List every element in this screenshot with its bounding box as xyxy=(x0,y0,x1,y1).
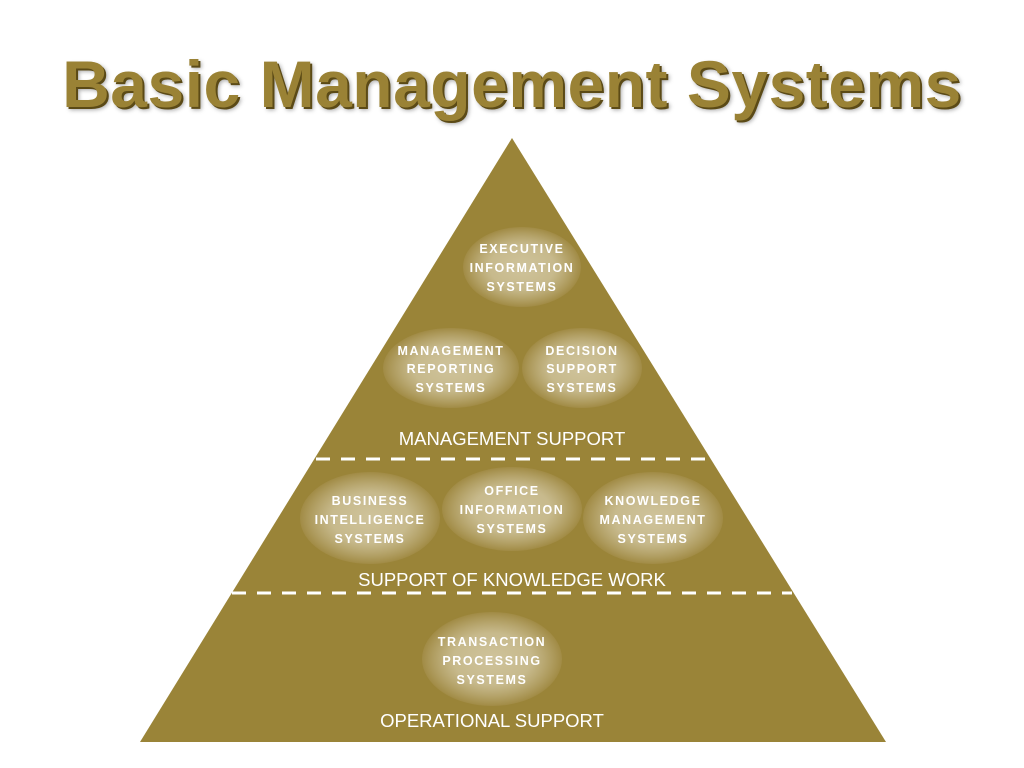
system-label-line: SYSTEMS xyxy=(547,381,618,395)
system-label-line: INFORMATION xyxy=(470,261,575,275)
system-oval xyxy=(442,467,582,551)
level-label-knowledge-work: SUPPORT OF KNOWLEDGE WORK xyxy=(358,569,666,590)
system-business-intelligence: BUSINESS INTELLIGENCE SYSTEMS xyxy=(300,472,440,564)
system-label-line: MANAGEMENT xyxy=(600,513,707,527)
system-label-line: OFFICE xyxy=(484,484,539,498)
system-label-line: EXECUTIVE xyxy=(479,242,564,256)
system-oval xyxy=(383,328,519,408)
system-label-line: SYSTEMS xyxy=(477,522,548,536)
system-label-line: DECISION xyxy=(545,344,618,358)
system-label-line: SYSTEMS xyxy=(335,532,406,546)
system-oval xyxy=(422,612,562,706)
system-label-line: INTELLIGENCE xyxy=(315,513,426,527)
system-executive-information: EXECUTIVE INFORMATION SYSTEMS xyxy=(463,227,581,307)
system-transaction-processing: TRANSACTION PROCESSING SYSTEMS xyxy=(422,612,562,706)
pyramid-shape xyxy=(140,138,886,742)
system-label-line: MANAGEMENT xyxy=(398,344,505,358)
system-label-line: INFORMATION xyxy=(460,503,565,517)
system-management-reporting: MANAGEMENT REPORTING SYSTEMS xyxy=(383,328,519,408)
system-label-line: SYSTEMS xyxy=(618,532,689,546)
system-oval xyxy=(463,227,581,307)
system-label-line: SUPPORT xyxy=(546,362,618,376)
system-label-line: SYSTEMS xyxy=(487,280,558,294)
system-oval xyxy=(300,472,440,564)
system-label-line: REPORTING xyxy=(407,362,496,376)
level-label-management-support: MANAGEMENT SUPPORT xyxy=(399,428,626,449)
system-office-information: OFFICE INFORMATION SYSTEMS xyxy=(442,467,582,551)
system-oval xyxy=(583,472,723,564)
system-oval xyxy=(522,328,642,408)
level-label-operational-support: OPERATIONAL SUPPORT xyxy=(380,710,604,731)
system-label-line: PROCESSING xyxy=(442,654,541,668)
system-knowledge-management: KNOWLEDGE MANAGEMENT SYSTEMS xyxy=(583,472,723,564)
system-decision-support: DECISION SUPPORT SYSTEMS xyxy=(522,328,642,408)
system-label-line: KNOWLEDGE xyxy=(604,494,701,508)
system-label-line: TRANSACTION xyxy=(438,635,547,649)
system-label-line: BUSINESS xyxy=(332,494,409,508)
page-title: Basic Management Systems xyxy=(62,47,962,121)
system-label-line: SYSTEMS xyxy=(457,673,528,687)
system-label-line: SYSTEMS xyxy=(416,381,487,395)
